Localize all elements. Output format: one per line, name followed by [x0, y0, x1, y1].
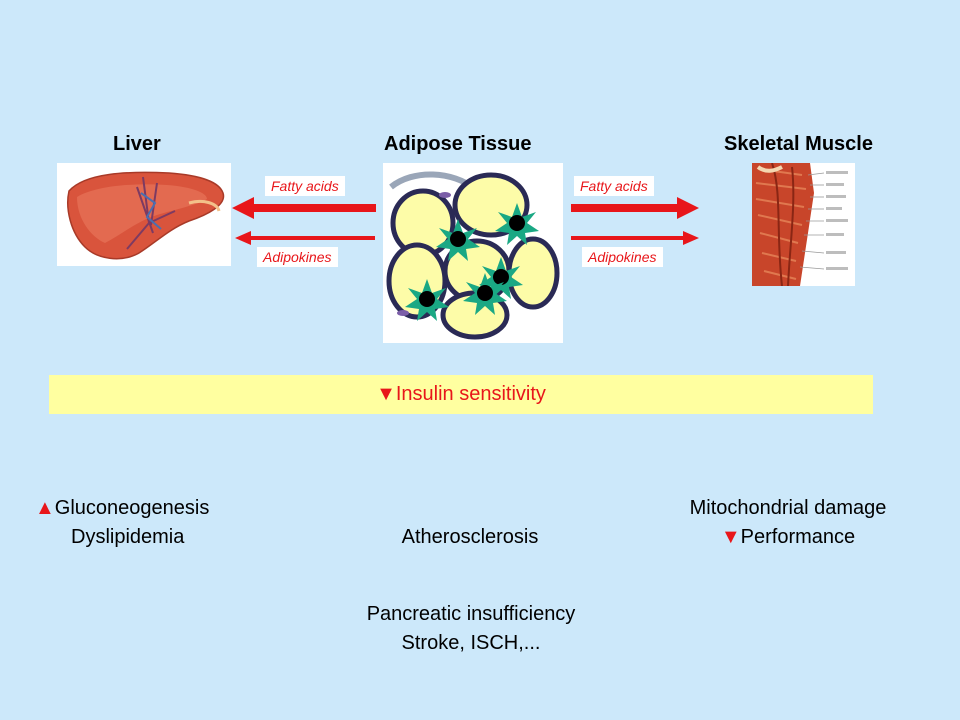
muscle-outcomes: Mitochondrial damage ▼Performance — [660, 494, 916, 552]
insulin-sensitivity-banner: ▼Insulin sensitivity — [49, 375, 873, 414]
performance-text: Performance — [740, 526, 856, 548]
fatty-acids-arrow-left — [232, 197, 376, 219]
fatty-acids-label-right: Fatty acids — [574, 176, 654, 196]
liver-outcomes: ▲Gluconeogenesis Dyslipidemia — [35, 494, 245, 552]
increase-marker-icon: ▲ — [35, 497, 55, 519]
fatty-acids-label-left: Fatty acids — [265, 176, 345, 196]
adipokines-label-left: Adipokines — [257, 247, 338, 267]
mitochondrial-damage-text: Mitochondrial damage — [689, 497, 887, 519]
fatty-acids-arrow-right — [571, 197, 699, 219]
atherosclerosis-text: Atherosclerosis — [401, 526, 539, 548]
adipose-tissue-heading: Adipose Tissue — [384, 133, 532, 155]
decrease-marker-icon: ▼ — [720, 526, 741, 548]
gluconeogenesis-text: Gluconeogenesis — [54, 497, 210, 519]
dyslipidemia-text: Dyslipidemia — [71, 526, 185, 548]
liver-image — [57, 163, 231, 266]
decrease-marker-icon: ▼ — [376, 383, 396, 405]
skeletal-muscle-image — [752, 163, 855, 286]
liver-heading: Liver — [113, 133, 161, 155]
adipokines-arrow-right — [571, 231, 699, 245]
adipokines-label-right: Adipokines — [582, 247, 663, 267]
systemic-outcomes: Pancreatic insufficiency Stroke, ISCH,..… — [330, 600, 612, 658]
pancreatic-insufficiency-text: Pancreatic insufficiency — [366, 603, 576, 625]
skeletal-muscle-heading: Skeletal Muscle — [724, 133, 873, 155]
stroke-isch-text: Stroke, ISCH,... — [401, 632, 541, 654]
adipokines-arrow-left — [235, 231, 375, 245]
insulin-sensitivity-text: Insulin sensitivity — [395, 383, 546, 405]
center-outcomes: Atherosclerosis — [370, 523, 570, 552]
adipose-tissue-image — [383, 163, 563, 343]
